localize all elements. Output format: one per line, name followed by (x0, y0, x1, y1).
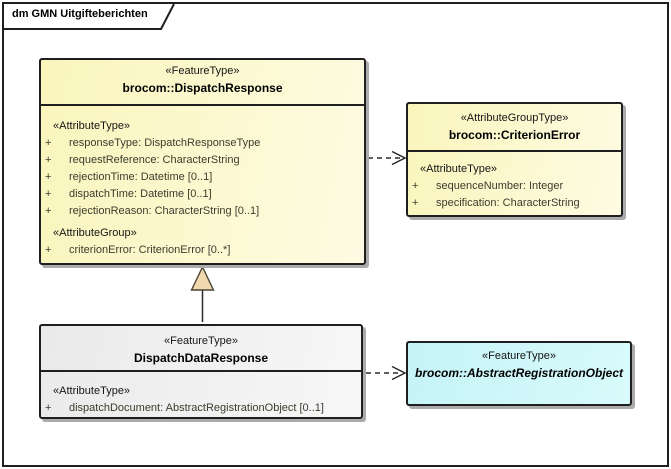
attribute-row: + dispatchTime: Datetime [0..1] (41, 186, 364, 203)
attribute-row: + rejectionReason: CharacterString [0..1] (41, 203, 364, 220)
attribute-row: + sequenceNumber: Integer (408, 178, 621, 195)
attributes-compartment: «AttributeType» + sequenceNumber: Integer… (408, 152, 621, 212)
visibility: + (45, 188, 52, 200)
stereotype-label: «FeatureType» (482, 350, 556, 362)
visibility: + (45, 205, 52, 217)
class-header: «AttributeGroupType» brocom::CriterionEr… (408, 104, 621, 152)
attribute-text: dispatchTime: Datetime [0..1] (69, 188, 212, 200)
stereotype-label: «AttributeGroupType» (460, 112, 569, 124)
visibility: + (45, 244, 52, 256)
attribute-text: dispatchDocument: AbstractRegistrationOb… (69, 402, 324, 414)
attribute-text: rejectionTime: Datetime [0..1] (69, 171, 213, 183)
attribute-text: requestReference: CharacterString (69, 154, 240, 166)
attribute-text: criterionError: CriterionError [0..*] (69, 244, 231, 256)
class-criterion-error: «AttributeGroupType» brocom::CriterionEr… (406, 102, 623, 217)
attributes-compartment: «AttributeType» + responseType: DispatchR… (41, 106, 364, 259)
section-label: «AttributeGroup» (53, 227, 137, 239)
stereotype-label: «FeatureType» (164, 335, 238, 347)
attribute-row: + rejectionTime: Datetime [0..1] (41, 169, 364, 186)
attribute-text: specification: CharacterString (436, 197, 580, 209)
class-name: brocom::DispatchResponse (122, 81, 283, 95)
attribute-text: sequenceNumber: Integer (436, 180, 564, 192)
attribute-text: rejectionReason: CharacterString [0..1] (69, 205, 260, 217)
stereotype-label: «FeatureType» (165, 65, 240, 77)
visibility: + (45, 154, 52, 166)
attribute-text: responseType: DispatchResponseType (69, 137, 261, 149)
class-header: «FeatureType» brocom::AbstractRegistrati… (408, 343, 630, 404)
visibility: + (45, 171, 52, 183)
section-label: «AttributeType» (53, 385, 131, 397)
attribute-row: + criterionError: CriterionError [0..*] (41, 242, 364, 259)
visibility: + (45, 402, 52, 414)
class-dispatch-data-response: «FeatureType» DispatchDataResponse «Attr… (39, 324, 363, 419)
visibility: + (412, 180, 419, 192)
class-header: «FeatureType» DispatchDataResponse (41, 326, 361, 372)
visibility: + (45, 137, 52, 149)
attribute-row: + requestReference: CharacterString (41, 152, 364, 169)
visibility: + (412, 197, 419, 209)
section-label: «AttributeType» (53, 120, 131, 132)
section-label: «AttributeType» (420, 163, 498, 175)
attribute-row: + dispatchDocument: AbstractRegistrationO… (41, 400, 361, 417)
class-dispatch-response: «FeatureType» brocom::DispatchResponse «… (39, 58, 366, 265)
attribute-row: + specification: CharacterString (408, 195, 621, 212)
attribute-row: + responseType: DispatchResponseType (41, 135, 364, 152)
class-abstract-registration-object: «FeatureType» brocom::AbstractRegistrati… (406, 341, 632, 406)
class-name: DispatchDataResponse (133, 351, 269, 365)
attributes-compartment: «AttributeType» + dispatchDocument: Abstr… (41, 372, 361, 417)
class-name: brocom::CriterionError (448, 128, 581, 142)
diagram-title: dm GMN Uitgifteberichten (12, 8, 148, 20)
class-name: brocom::AbstractRegistrationObject (414, 366, 624, 380)
class-header: «FeatureType» brocom::DispatchResponse (41, 60, 364, 106)
